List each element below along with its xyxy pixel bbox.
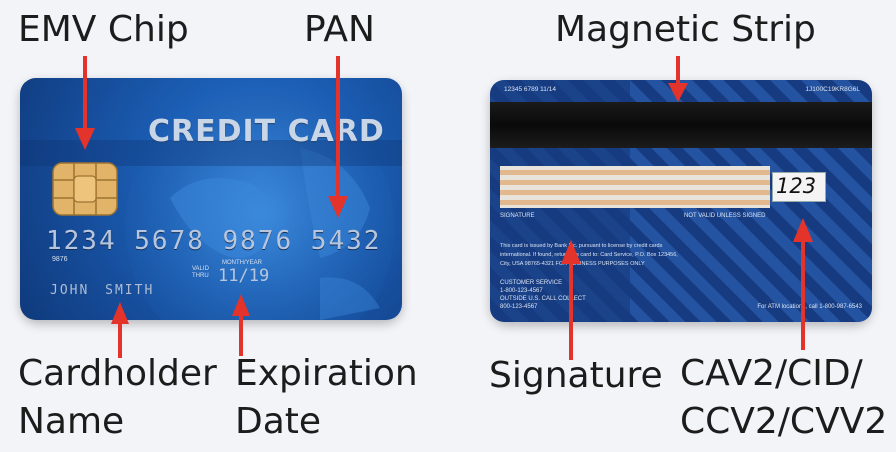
expiry-date: 11/19 [218, 266, 270, 286]
emv-chip-label: EMV Chip [18, 9, 189, 50]
expiration-label-line1: Expiration [235, 353, 418, 394]
cvv-label-line1: CAV2/CID/ [680, 353, 863, 394]
card-title: CREDIT CARD [148, 114, 385, 149]
expiration-arrow-icon [232, 294, 250, 356]
fine-print-1: This card is issued by Bank Inc. pursuan… [500, 243, 663, 249]
cardholder-name: JOHN SMITH [50, 283, 155, 298]
magnetic-strip-arrow-icon [668, 56, 688, 102]
pan-label: PAN [304, 9, 375, 50]
cvv-box [772, 172, 826, 202]
fine-print-2: international. If found, return this car… [500, 252, 678, 258]
expiration-label-line2: Date [235, 401, 322, 442]
card-small-number: 9876 [52, 256, 68, 263]
not-valid-caption: NOT VALID UNLESS SIGNED [684, 213, 766, 219]
emv-chip-icon [52, 162, 118, 216]
cvv-value: 123 [776, 174, 817, 198]
service-line-4: 800-123-4567 [500, 304, 538, 310]
pan-arrow-icon [328, 56, 348, 218]
back-top-left-code: 12345 6789 11/14 [504, 86, 556, 93]
signature-arrow-icon [561, 240, 581, 360]
magnetic-strip [490, 102, 872, 148]
month-year-label: MONTH/YEAR [222, 260, 263, 266]
cvv-arrow-icon [793, 218, 813, 350]
valid-thru-label: VALID THRU [192, 266, 209, 279]
cardholder-label-line1: Cardholder [18, 353, 217, 394]
magnetic-strip-label: Magnetic Strip [555, 9, 816, 50]
cardholder-arrow-icon [111, 302, 129, 358]
card-number: 1234 5678 9876 5432 [46, 226, 382, 256]
service-line-1: CUSTOMER SERVICE [500, 280, 563, 286]
signature-caption: SIGNATURE [500, 213, 535, 219]
service-line-2: 1-800-123-4567 [500, 288, 543, 294]
cardholder-label-line2: Name [18, 401, 125, 442]
back-card: 12345 6789 11/14 1J100C19KR8G6L 123 SIGN… [490, 80, 872, 322]
signature-panel [500, 166, 770, 208]
signature-label: Signature [489, 355, 663, 396]
emv-chip-arrow-icon [75, 56, 95, 150]
cvv-label-line2: CCV2/CVV2 [680, 401, 888, 442]
atm-note: For ATM locations, call 1-800-987-6543 [757, 304, 862, 310]
service-line-3: OUTSIDE U.S. CALL COLLECT [500, 296, 586, 302]
back-top-right-code: 1J100C19KR8G6L [805, 86, 860, 93]
